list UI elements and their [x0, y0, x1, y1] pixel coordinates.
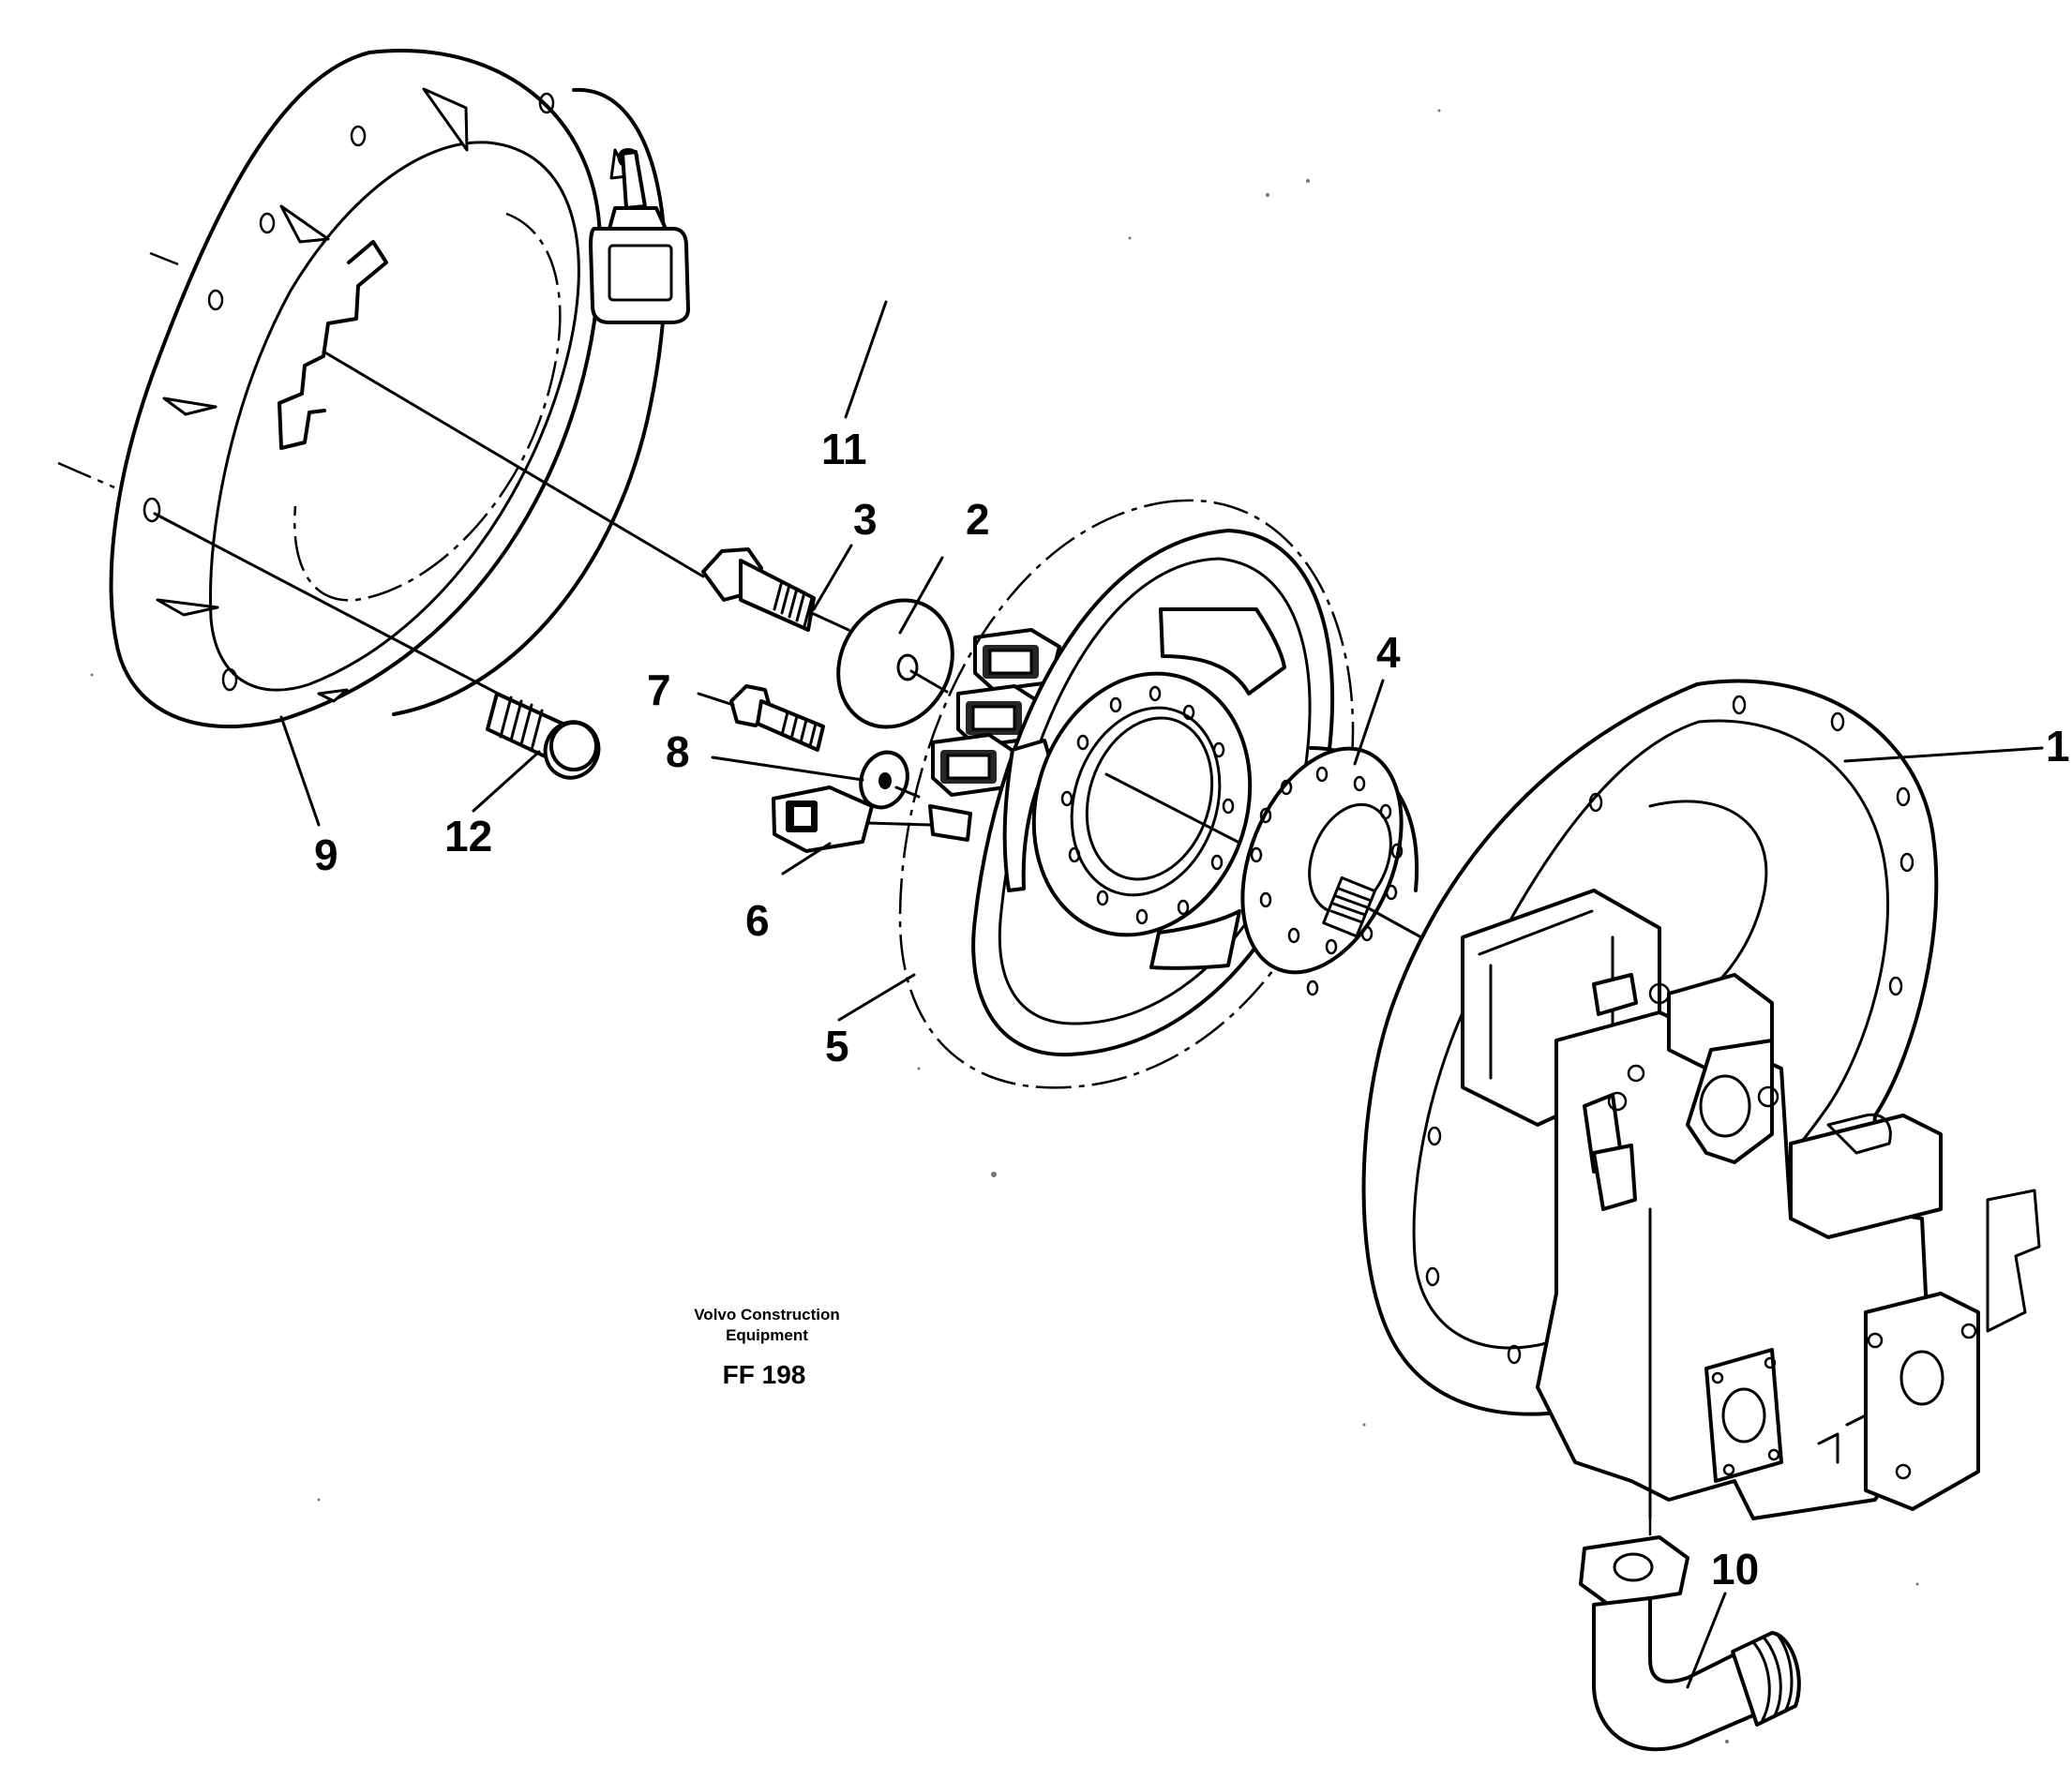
axis-line-upper: [322, 350, 705, 578]
bell-housing-part-9: [57, 49, 668, 728]
rubber-elements: [772, 628, 1061, 853]
bolt-part-12: [486, 692, 601, 780]
flywheel-part-5: [898, 499, 1355, 1089]
bolt-part-3: [701, 547, 850, 632]
adhesive-bottle-part-11: [589, 148, 690, 324]
flange-bolt-holes: [143, 92, 555, 692]
bolt-part-7: [729, 684, 825, 752]
brand-line-1: Volvo Construction: [694, 1306, 840, 1324]
callout-11: 11: [821, 425, 867, 473]
callout-8: 8: [666, 727, 690, 776]
callout-1: 1: [2046, 722, 2070, 770]
callout-labels: 1 2 3 4 5 6 7 8 9 10 11 12: [314, 425, 2070, 1593]
callout-4: 4: [1376, 628, 1401, 677]
coupling-hub-part-4: [1240, 746, 1432, 996]
brand-line-2: Equipment: [726, 1326, 808, 1344]
figure-code: FF 198: [723, 1360, 806, 1389]
rubber-block-part-6: [772, 785, 972, 853]
leader-lines: [279, 300, 2044, 1689]
callout-12: 12: [444, 812, 492, 860]
housing-bolt-holes: [1425, 695, 1914, 1365]
washer-part-2: [836, 598, 954, 729]
callout-7: 7: [647, 666, 671, 714]
pump-assembly-part-1: [1361, 679, 2041, 1520]
coupling-bolt-holes: [1250, 766, 1404, 996]
rubber-block-c: [931, 733, 1016, 797]
callout-6: 6: [745, 896, 770, 945]
callout-3: 3: [853, 495, 878, 544]
flywheel-bolt-holes: [1060, 685, 1235, 925]
scan-specks: [90, 109, 1919, 1743]
elbow-pipe-part-10: [1579, 1500, 1801, 1752]
callout-10: 10: [1711, 1545, 1759, 1593]
washer-part-8: [859, 750, 921, 810]
callout-2: 2: [966, 495, 990, 544]
axis-line-lower: [153, 512, 503, 697]
brand-block: Volvo Construction Equipment FF 198: [694, 1306, 840, 1389]
callout-5: 5: [825, 1022, 849, 1070]
callout-9: 9: [314, 830, 338, 879]
